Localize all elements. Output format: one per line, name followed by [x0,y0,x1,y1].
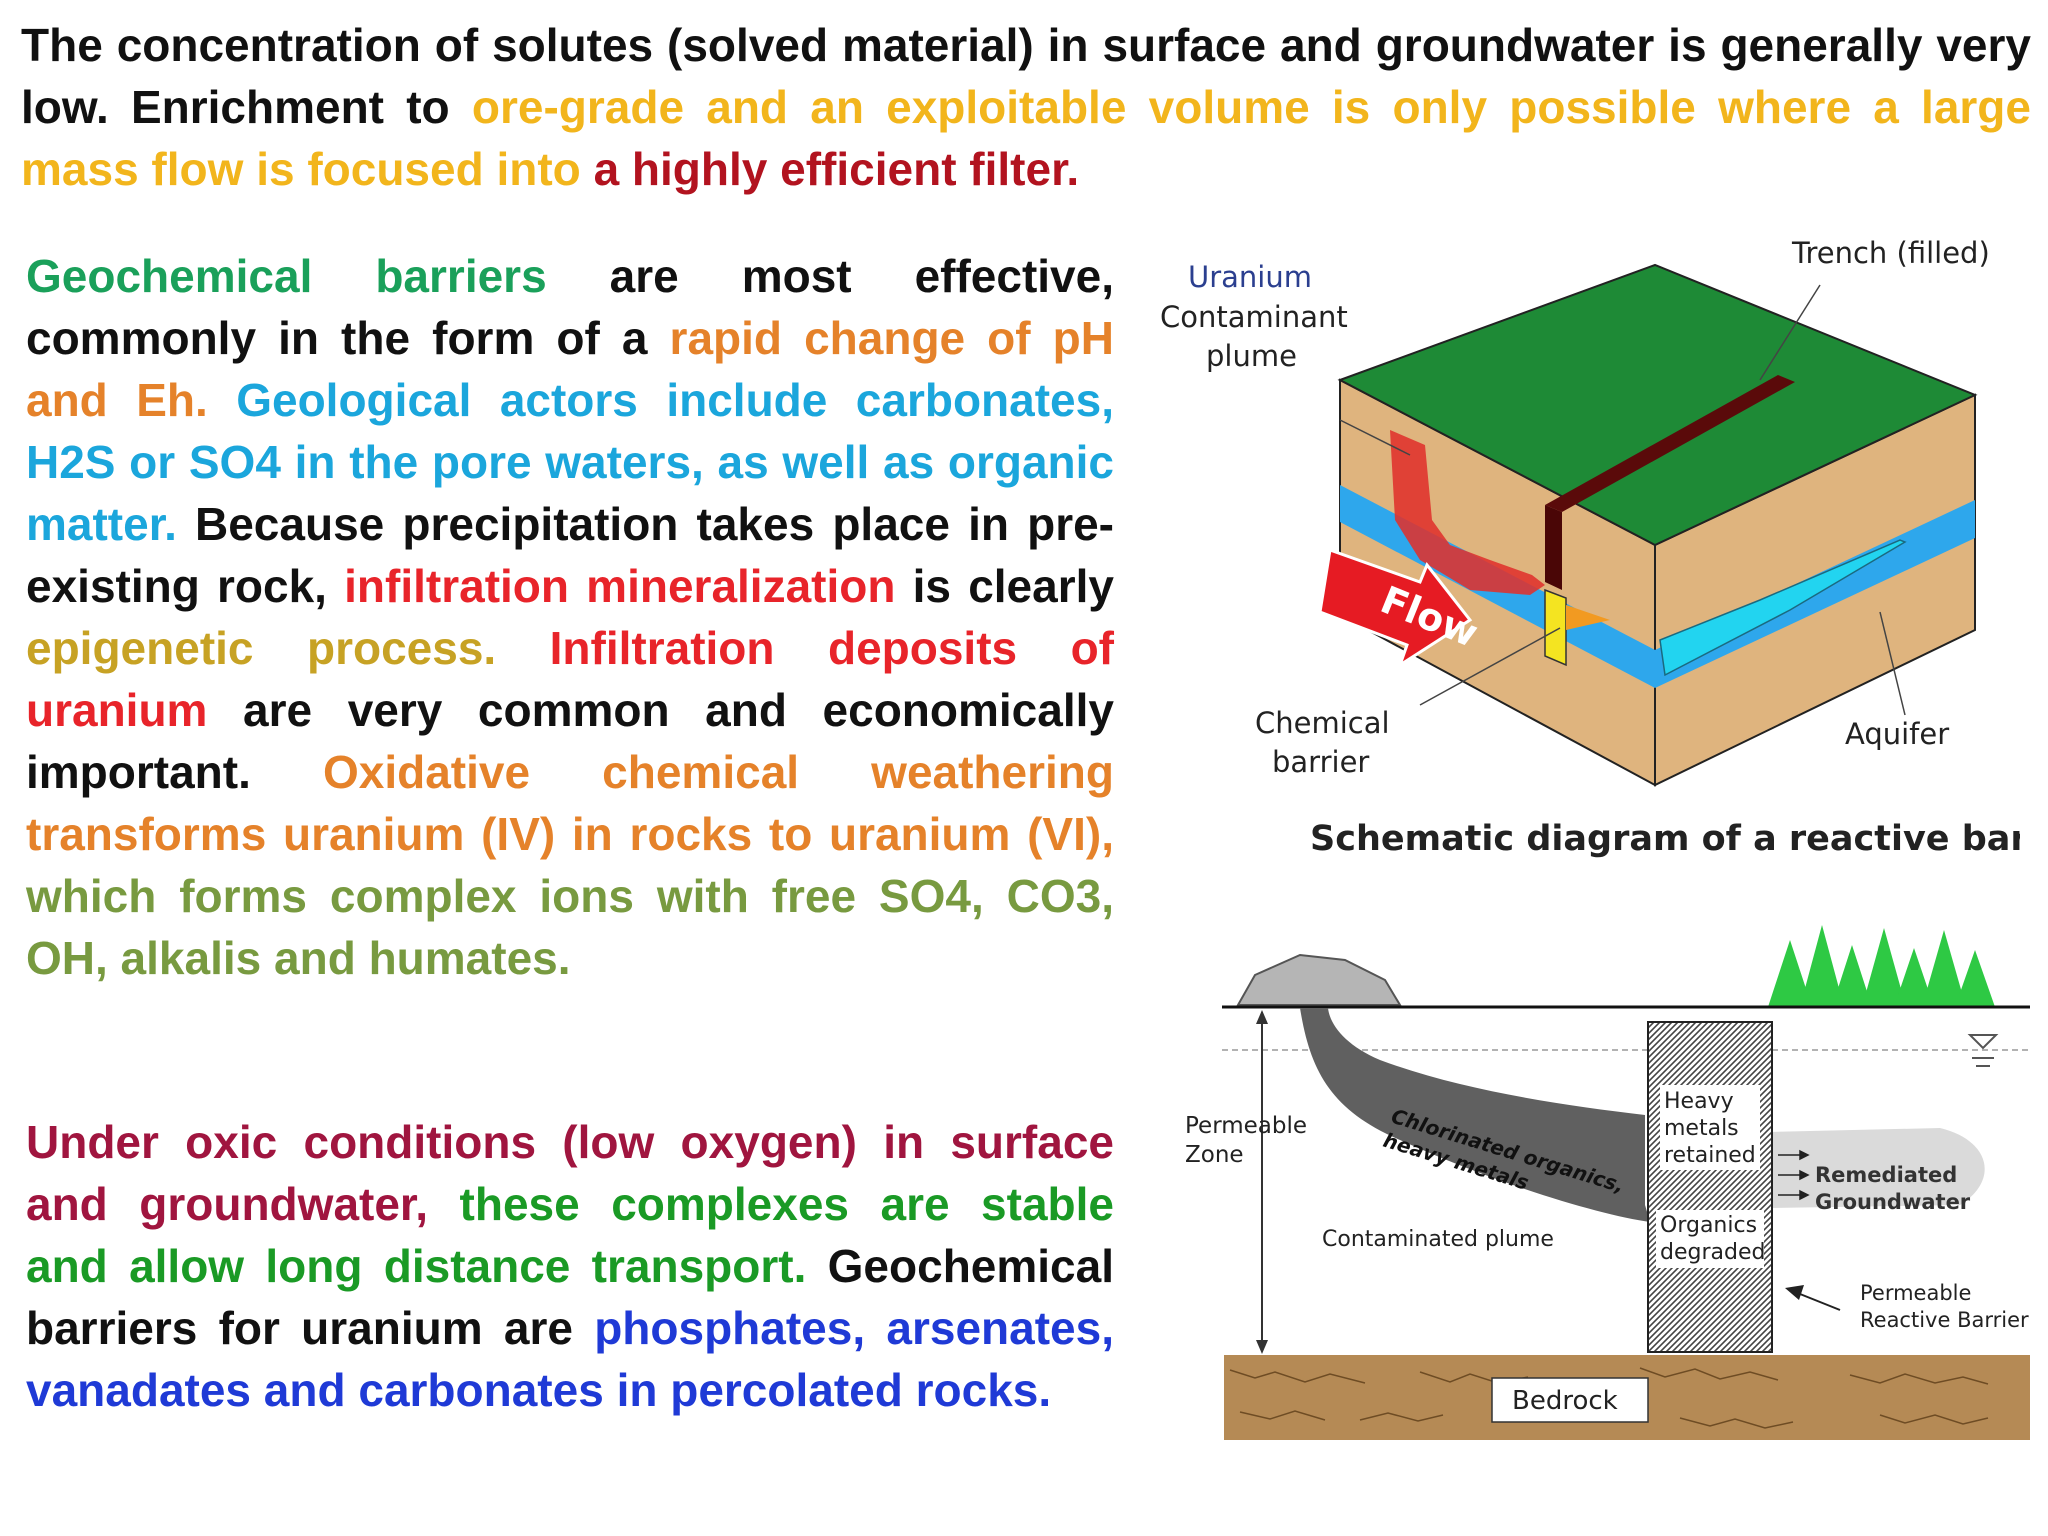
p1-s8: epigenetic process. [26,622,497,674]
label-chemical: Chemical [1255,706,1390,740]
label-aquifer: Aquifer [1845,717,1949,751]
label-metals: metals [1664,1116,1739,1141]
label-zone: Zone [1185,1142,1244,1168]
remediated-arrows [1778,1149,1810,1201]
p1-s5: Because precipitation takes place in pre… [26,498,1114,612]
block-top-face [1337,263,1978,547]
label-organics: Organics [1660,1213,1757,1238]
p1-s2: are most effective, commonly in the form… [26,250,1114,364]
label-prb-1: Permeable [1860,1281,1971,1305]
prb-leader [1794,1291,1841,1311]
uranium-plume [1390,430,1545,595]
geochemical-barriers-paragraph: Geochemical barriers are most effective,… [26,245,1114,989]
label-permeable: Permeable [1185,1113,1307,1139]
bedrock-label-box [1491,1377,1649,1423]
plume-leader [1339,419,1411,456]
label-heavy: Heavy [1664,1089,1734,1114]
p1-s12: which forms complex ions with free SO4, … [26,870,1114,984]
p1-s11: Oxidative chemical weathering transforms… [26,746,1114,860]
p1-s9: Infiltration deposits of uranium [26,622,1114,736]
label-remediated: Remediated [1815,1163,1957,1187]
label-degraded: degraded [1660,1240,1765,1265]
intro-text-b: ore-grade and an exploitable volume is o… [21,81,2031,195]
label-trench: Trench (filled) [1791,236,1990,270]
contaminated-plume [1300,1008,1650,1222]
prb-cross-section-diagram: Heavy metals retained Organics degraded … [1185,925,2030,1440]
intro-text-a: The concentration of solutes (solved mat… [21,19,2031,133]
p2-s2: these complexes are stable and allow lon… [26,1178,1114,1292]
label-bedrock: Bedrock [1512,1386,1618,1416]
p1-s1: Geochemical barriers [26,250,547,302]
trench-front [1545,505,1562,590]
reactive-barrier-block-diagram: Flow Uranium Contaminant plume Trench (f… [1160,236,2020,859]
intro-text-c: a highly efficient filter. [593,143,1080,195]
p1-s4: Geological actors include carbonates, H2… [26,374,1114,550]
rock-pile [1236,953,1402,1006]
label-groundwater: Groundwater [1815,1190,1971,1214]
p1-s7: is clearly [895,560,1114,612]
label-prb-2: Reactive Barrier [1860,1308,2029,1332]
p2-s3: Geochemical barriers for uranium are [26,1240,1115,1354]
organics-box [1656,1210,1764,1268]
trench-top [1545,375,1795,512]
reaction-zone [1566,605,1610,630]
label-uranium: Uranium [1188,260,1312,294]
p1-s3: rapid change of pH and Eh. [26,312,1114,426]
bedrock-texture [1229,1367,1989,1429]
oxic-conditions-paragraph: Under oxic conditions (low oxygen) in su… [26,1111,1114,1421]
intro-paragraph: The concentration of solutes (solved mat… [21,14,2031,200]
trench-leader [1759,284,1821,381]
label-contaminant: Contaminant [1160,300,1348,334]
label-plume: plume [1206,339,1297,373]
p2-s1: Under oxic conditions (low oxygen) in su… [26,1116,1114,1230]
barrier-leader [1419,627,1561,706]
permeable-reactive-barrier [1647,1021,1773,1353]
aquifer-lens [1659,539,1907,677]
diagram1-caption: Schematic diagram of a reactive barrier. [1310,819,2020,859]
p1-s10: are very common and economically importa… [26,684,1114,798]
label-contaminated-plume: Contaminated plume [1322,1227,1554,1252]
label-barrier: barrier [1272,745,1369,779]
remediated-zone [1770,1128,1985,1208]
heavy-metals-box [1660,1085,1760,1170]
aquifer-leader [1879,611,1906,716]
p2-s4: phosphates, arsenates, vanadates and car… [26,1302,1114,1416]
chemical-barrier-rect [1544,588,1567,667]
p1-s6: infiltration mineralization [344,560,896,612]
trees-group [1768,925,1995,1007]
label-retained: retained [1664,1143,1756,1168]
water-table-symbol [1967,1034,1999,1067]
